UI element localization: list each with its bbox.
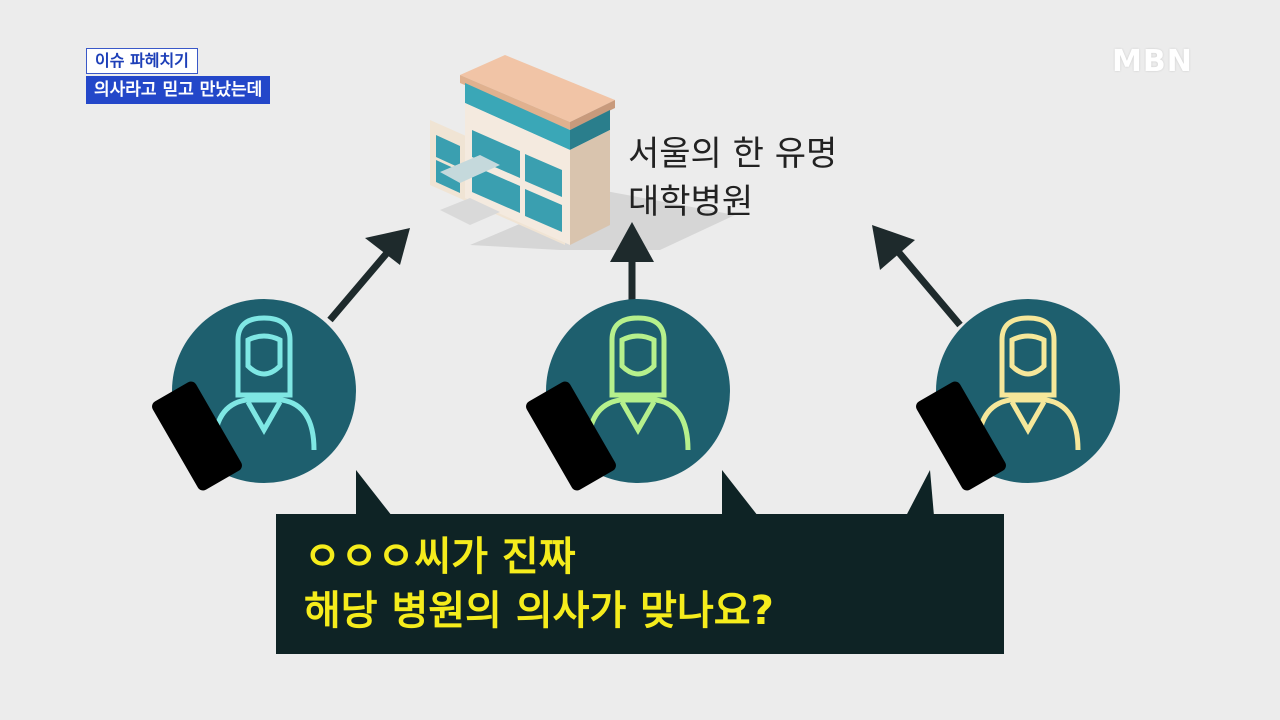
speech-line-2: 해당 병원의 의사가 맞나요?	[304, 588, 774, 634]
channel-logo: MBN	[1112, 44, 1193, 79]
person-center	[526, 299, 730, 491]
person-left	[152, 299, 356, 491]
arrow-center-icon	[610, 222, 654, 300]
arrow-right-icon	[872, 225, 963, 328]
phone-icon	[526, 381, 616, 491]
phone-icon	[916, 381, 1006, 491]
speech-text: ㅇㅇㅇ씨가 진짜 해당 병원의 의사가 맞나요?	[304, 530, 774, 638]
speech-line-1: ㅇㅇㅇ씨가 진짜	[304, 534, 576, 580]
hospital-building-icon	[430, 55, 615, 245]
hospital-caption: 서울의 한 유명 대학병원	[628, 130, 837, 226]
woman-avatar-icon	[211, 315, 317, 451]
arrow-left-icon	[327, 228, 410, 323]
segment-label: 이슈 파헤치기 의사라고 믿고 만났는데	[86, 48, 271, 104]
caption-line-1: 서울의 한 유명	[628, 134, 838, 174]
phone-icon	[152, 381, 242, 491]
speech-tails	[356, 470, 934, 516]
speech-bubble: ㅇㅇㅇ씨가 진짜 해당 병원의 의사가 맞나요?	[276, 514, 1004, 654]
person-right	[916, 299, 1120, 491]
segment-subtitle: 의사라고 믿고 만났는데	[86, 76, 271, 104]
caption-line-2: 대학병원	[628, 182, 754, 222]
segment-title: 이슈 파헤치기	[86, 48, 198, 74]
